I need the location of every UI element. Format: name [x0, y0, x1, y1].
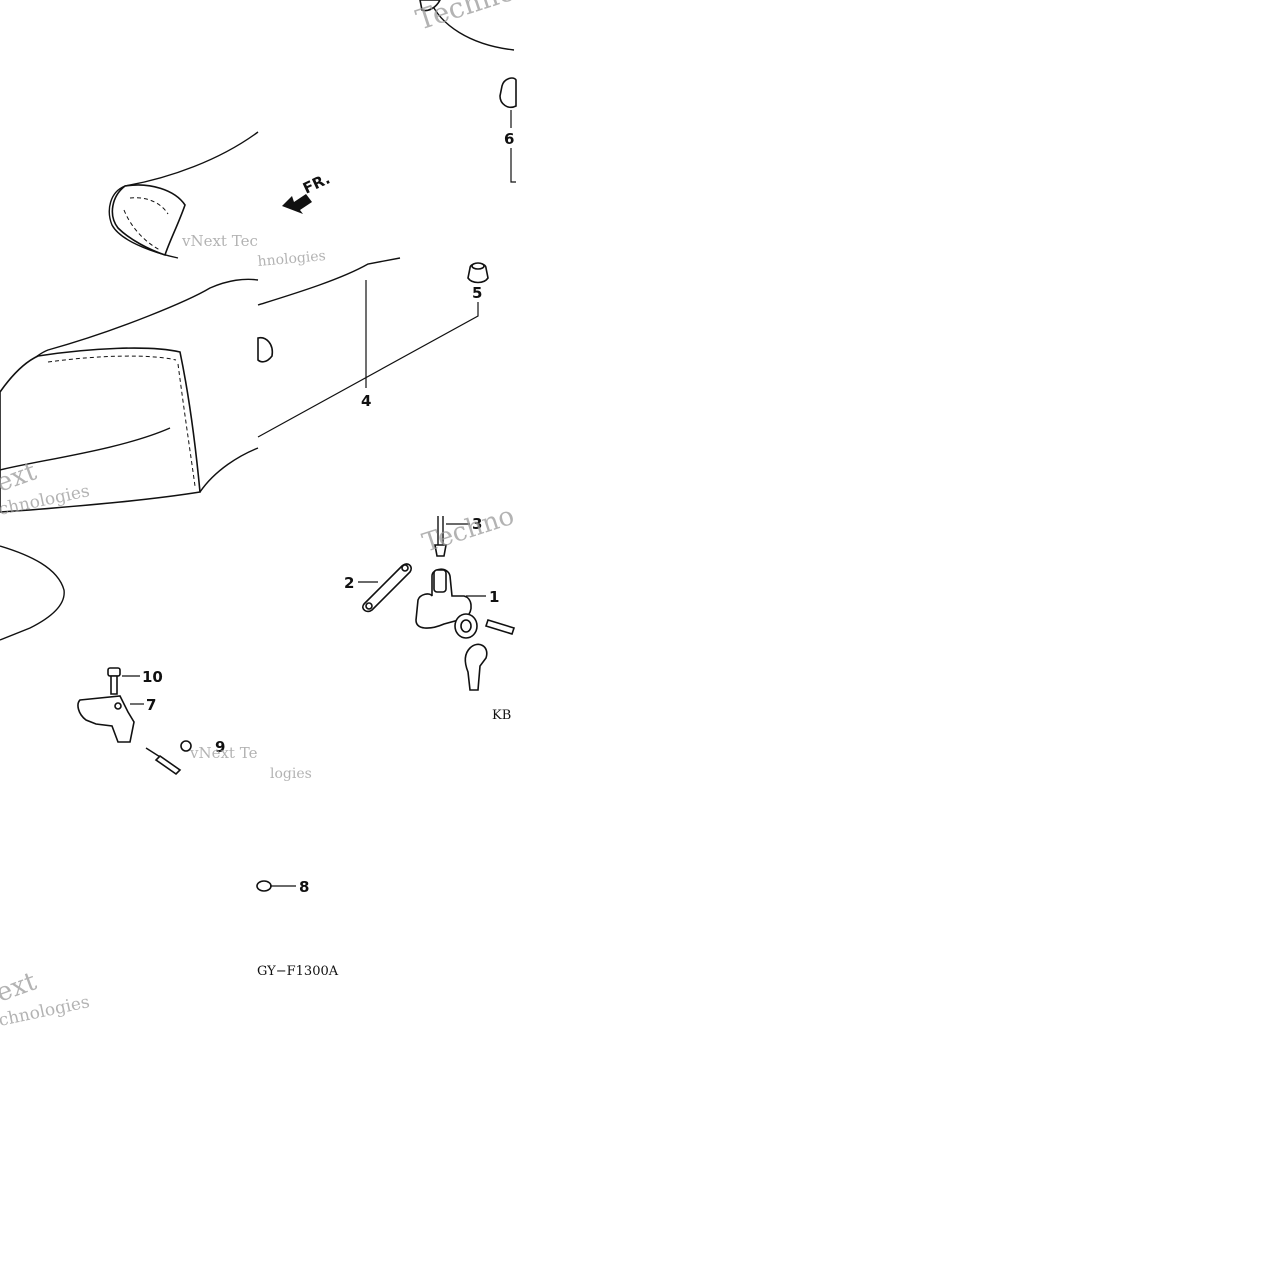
watermark-text: hnologies	[257, 248, 326, 270]
diagram-code-gy: GY−F1300A	[257, 964, 339, 979]
callout-4: 4	[361, 392, 371, 410]
seat-rear-hump	[108, 131, 259, 259]
seat-lock-assembly-1	[415, 568, 516, 691]
front-direction-label: FR.	[300, 170, 333, 198]
watermark-text: Techno	[412, 0, 519, 37]
seat-catch-7	[77, 695, 144, 743]
rubber-cushion-6	[499, 77, 517, 109]
watermark-text: vNext Te	[189, 744, 258, 762]
watermark-text: ext	[0, 966, 41, 1008]
callout-9: 9	[215, 738, 225, 756]
watermark-text: Techno	[419, 501, 518, 559]
callout-10: 10	[142, 668, 163, 686]
leader-lines-4-5	[257, 280, 479, 438]
rubber-cushion-partial	[257, 336, 274, 363]
leader-line-6	[510, 110, 516, 183]
callout-6: 6	[504, 130, 514, 148]
seat-underside-outline	[0, 545, 65, 641]
catch-spring-and-nut-9	[145, 740, 192, 776]
callout-2: 2	[344, 574, 354, 592]
callout-5: 5	[472, 284, 482, 302]
callout-7: 7	[146, 696, 156, 714]
bolt-10	[107, 667, 140, 695]
seat-catch-cable-3	[434, 516, 470, 557]
front-direction-arrow-icon	[282, 194, 312, 214]
seat-front-edge	[419, 0, 515, 51]
clip-8	[256, 880, 296, 892]
callout-1: 1	[489, 588, 499, 606]
seat-body	[0, 257, 401, 513]
watermark-text: vNext Tec	[181, 232, 258, 250]
callout-3: 3	[472, 515, 482, 533]
seat-hinge-bracket-2	[358, 563, 412, 613]
diagram-code-kb: KB	[492, 708, 511, 723]
watermark-text: logies	[270, 766, 312, 782]
callout-8: 8	[299, 878, 309, 896]
rubber-cushion-5	[467, 262, 489, 284]
